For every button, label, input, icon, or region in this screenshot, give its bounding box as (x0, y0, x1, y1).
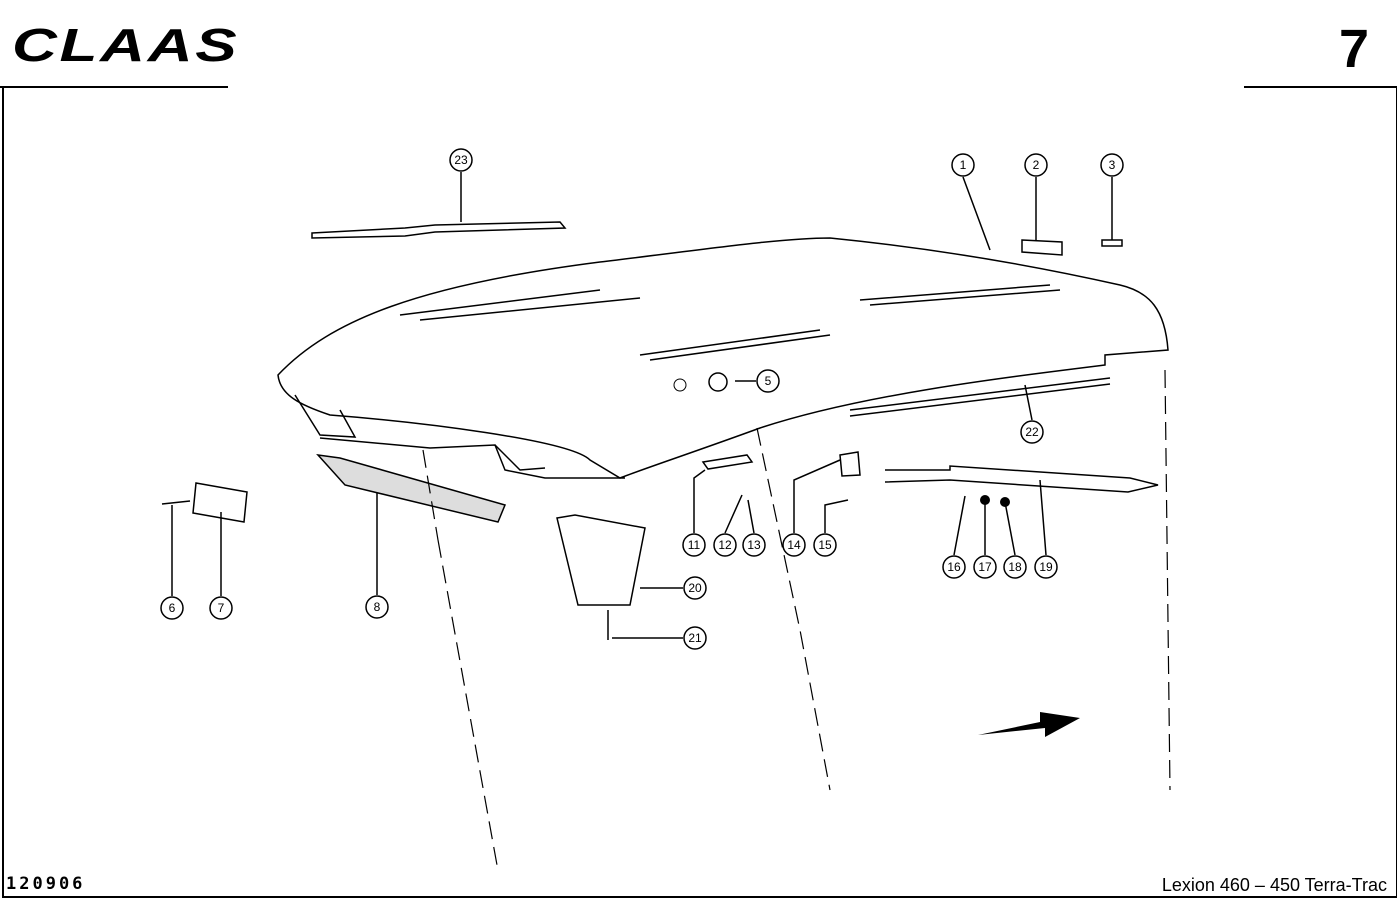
callout-12: 12 (713, 533, 737, 557)
svg-text:7: 7 (218, 601, 225, 615)
callout-7: 7 (209, 596, 233, 620)
svg-text:15: 15 (818, 538, 832, 552)
mud-flap (556, 514, 646, 606)
callout-20: 20 (683, 576, 707, 600)
callout-11: 11 (682, 533, 706, 557)
gas-strut-top (311, 221, 567, 239)
callout-15: 15 (813, 533, 837, 557)
svg-text:22: 22 (1025, 425, 1039, 439)
svg-text:3: 3 (1109, 158, 1116, 172)
gas-strut-side (884, 465, 1159, 493)
callout-17: 17 (973, 555, 997, 579)
seal-strip (849, 377, 1111, 417)
svg-text:23: 23 (454, 153, 468, 167)
callout-13: 13 (742, 533, 766, 557)
callout-8: 8 (365, 595, 389, 619)
svg-text:14: 14 (787, 538, 801, 552)
svg-text:20: 20 (688, 581, 702, 595)
callout-1: 1 (951, 153, 975, 177)
callout-2: 2 (1024, 153, 1048, 177)
callout-23: 23 (449, 148, 473, 172)
svg-text:16: 16 (947, 560, 961, 574)
callout-5: 5 (756, 369, 780, 393)
svg-text:2: 2 (1033, 158, 1040, 172)
header-rule-right (1244, 86, 1397, 88)
page-number: 7 (1338, 19, 1369, 79)
svg-text:1: 1 (960, 158, 967, 172)
callout-21: 21 (683, 626, 707, 650)
hood (277, 237, 1169, 479)
svg-text:12: 12 (718, 538, 732, 552)
callout-22: 22 (1020, 420, 1044, 444)
svg-text:19: 19 (1039, 560, 1053, 574)
callout-19: 19 (1034, 555, 1058, 579)
callout-6: 6 (160, 596, 184, 620)
svg-text:17: 17 (978, 560, 992, 574)
svg-text:13: 13 (747, 538, 761, 552)
drawing-number: 120906 (6, 874, 86, 894)
svg-text:21: 21 (688, 631, 702, 645)
claas-logo: CLAAS (12, 19, 240, 71)
direction-arrow (978, 712, 1080, 737)
svg-text:6: 6 (169, 601, 176, 615)
callout-3: 3 (1100, 153, 1124, 177)
reflector-panel (316, 453, 507, 523)
header-rule-left (0, 86, 228, 88)
callout-18: 18 (1003, 555, 1027, 579)
model-name: Lexion 460 – 450 Terra-Trac (1161, 875, 1387, 895)
svg-text:8: 8 (374, 600, 381, 614)
plate (192, 482, 248, 523)
svg-text:11: 11 (688, 538, 701, 552)
callout-16: 16 (942, 555, 966, 579)
svg-text:18: 18 (1008, 560, 1022, 574)
svg-text:5: 5 (765, 374, 772, 388)
callout-14: 14 (782, 533, 806, 557)
